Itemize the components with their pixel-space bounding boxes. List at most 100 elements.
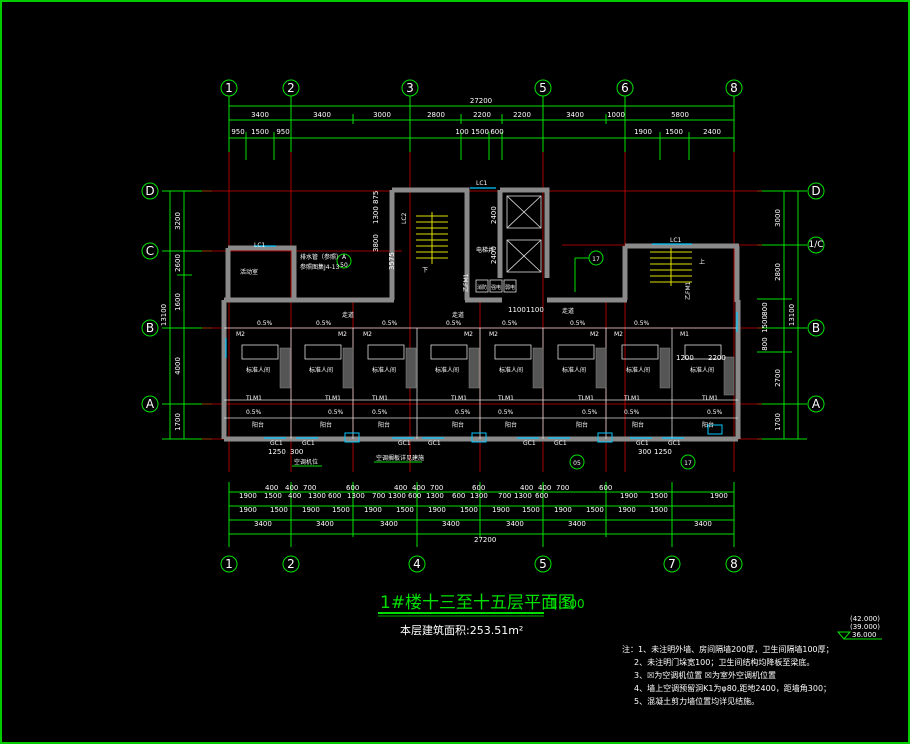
dim-text: 1500 xyxy=(522,506,540,514)
shaft-label: 电梯井 xyxy=(476,246,494,254)
dim-text: 1300 xyxy=(388,492,406,500)
dim-text: 3000 xyxy=(774,209,782,227)
dim-text: 700 xyxy=(430,484,443,492)
title-main: 1#楼十三至十五层平面图 xyxy=(380,593,575,613)
note-line: 4、墙上空调预留洞K1为φ80,距地2400，距墙角300； xyxy=(634,683,831,693)
window-label: TLM1 xyxy=(450,395,467,402)
axis-label: 1/C xyxy=(808,240,823,250)
dim-text: 1500 xyxy=(396,506,414,514)
dim-top-total: 27200 xyxy=(470,97,492,105)
slope-label: 0.5% xyxy=(582,409,598,416)
corridor-label: 走道 xyxy=(562,307,574,315)
bedroom-label: 标准人间 xyxy=(435,366,459,374)
dim-text: 2400 xyxy=(490,246,498,264)
bedroom-label: 标准人间 xyxy=(372,366,396,374)
dim-text: 1900 xyxy=(239,506,257,514)
dim-text: 1500 xyxy=(251,128,269,136)
corridor-label: 走道 xyxy=(452,311,464,319)
window-label: GC1 xyxy=(554,440,567,447)
door-label: M2 xyxy=(464,331,473,338)
axis-label: 5 xyxy=(539,81,547,95)
dim-text: 1900 xyxy=(428,506,446,514)
axis-gridlines xyxy=(202,152,762,472)
dim-text: 1300 xyxy=(372,206,380,224)
dim-text: 1500 xyxy=(665,128,683,136)
bedroom-label: 标准人间 xyxy=(690,366,714,374)
window-label: LC1 xyxy=(476,180,488,187)
slope-label: 0.5% xyxy=(624,409,640,416)
dim-text: 2200 xyxy=(473,111,491,119)
dim-text: 700 xyxy=(498,492,511,500)
slope-label: 0.5% xyxy=(446,320,462,327)
level-text: (39.000) xyxy=(850,623,880,631)
balcony-label: 阳台 xyxy=(320,421,332,429)
dim-text: 875 xyxy=(372,191,380,204)
door-label: M2 xyxy=(236,331,245,338)
detail-callouts: A 50 排水管（参照） 参照图集J4-13 17 05 17 空调机位 空调搁… xyxy=(292,250,696,470)
slope-label: 0.5% xyxy=(372,409,388,416)
slope-label: 0.5% xyxy=(634,320,650,327)
level-text: 36.000 xyxy=(852,631,877,639)
dim-bottom-total: 27200 xyxy=(474,536,496,544)
axis-label: C xyxy=(146,244,154,258)
dim-text: 1500 xyxy=(460,506,478,514)
dim-text: 300 xyxy=(290,448,303,456)
window-label: TLM1 xyxy=(497,395,514,402)
slope-label: 0.5% xyxy=(502,320,518,327)
dim-text: 1700 xyxy=(774,413,782,431)
interior-dimensions: 875 1300 3575 3800 2400 2400 1100 1100 1… xyxy=(268,191,726,456)
dim-text: 1500 xyxy=(264,492,282,500)
top-dimensions: 27200 3400 3400 3000 2800 2200 2200 3400… xyxy=(228,96,735,160)
axis-label: 1 xyxy=(225,557,233,571)
note-line: 5、混凝土剪力墙位置均详见结施。 xyxy=(634,696,759,706)
dim-text: 3400 xyxy=(316,520,334,528)
ref-letter: A xyxy=(342,254,347,261)
axis-label: 1 xyxy=(225,81,233,95)
note-line: 3、☒为空调机位置 ☒为室外空调机位置 xyxy=(634,670,776,680)
dim-text: 1100 xyxy=(508,306,526,314)
dim-text: 600 xyxy=(535,492,548,500)
bottom-axis-bubbles: 1 2 4 5 7 8 xyxy=(220,555,743,573)
area-text: 本层建筑面积:253.51m² xyxy=(400,623,523,637)
bedroom-label: 标准人间 xyxy=(499,366,523,374)
dim-text: 1500 xyxy=(650,492,668,500)
units xyxy=(224,187,738,443)
elevators: 消防 强电 弱电 电梯井 xyxy=(475,195,542,293)
dim-text: 3000 xyxy=(373,111,391,119)
dim-text: 600 xyxy=(490,128,503,136)
stair-up-label: 上 xyxy=(699,258,705,266)
window-label: LC1 xyxy=(254,242,266,249)
dim-text: 1300 xyxy=(470,492,488,500)
dim-text: 3400 xyxy=(380,520,398,528)
dim-text: 300 xyxy=(638,448,651,456)
dim-text: 2200 xyxy=(708,354,726,362)
bedroom-label: 标准人间 xyxy=(309,366,333,374)
dim-text: 1500 xyxy=(471,128,489,136)
drawing-title: 1#楼十三至十五层平面图 1:100 本层建筑面积:253.51m² xyxy=(378,593,585,637)
tube-note: 排水管（参照） xyxy=(300,253,342,261)
corridor-label: 走道 xyxy=(342,311,354,319)
window-label: GC1 xyxy=(270,440,283,447)
dim-text: 600 xyxy=(346,484,359,492)
dim-right-total: 13100 xyxy=(788,304,796,326)
balcony-label: 阳台 xyxy=(576,421,588,429)
weak-label: 弱电 xyxy=(505,284,515,291)
door-label: M1 xyxy=(680,331,689,338)
door-label: M2 xyxy=(363,331,372,338)
dim-text: 400 xyxy=(288,492,301,500)
stair-down-label: 下 xyxy=(422,267,428,274)
window-label: GC1 xyxy=(398,440,411,447)
dim-text: 100 xyxy=(455,128,468,136)
dim-text: 1900 xyxy=(710,492,728,500)
axis-label: 8 xyxy=(730,557,738,571)
dim-text: 400 xyxy=(265,484,278,492)
door-labels: M2 M2 M2 M2 M2 M2 M2 M1 TLM1 TLM1 TLM1 T… xyxy=(236,180,718,447)
dim-text: 1100 xyxy=(526,306,544,314)
dim-text: 2600 xyxy=(174,254,182,272)
small-room-label: 活动室 xyxy=(240,268,258,276)
level-text: (42.000) xyxy=(850,615,880,623)
dim-text: 1900 xyxy=(634,128,652,136)
window-label: TLM1 xyxy=(623,395,640,402)
slope-label: 0.5% xyxy=(455,409,471,416)
